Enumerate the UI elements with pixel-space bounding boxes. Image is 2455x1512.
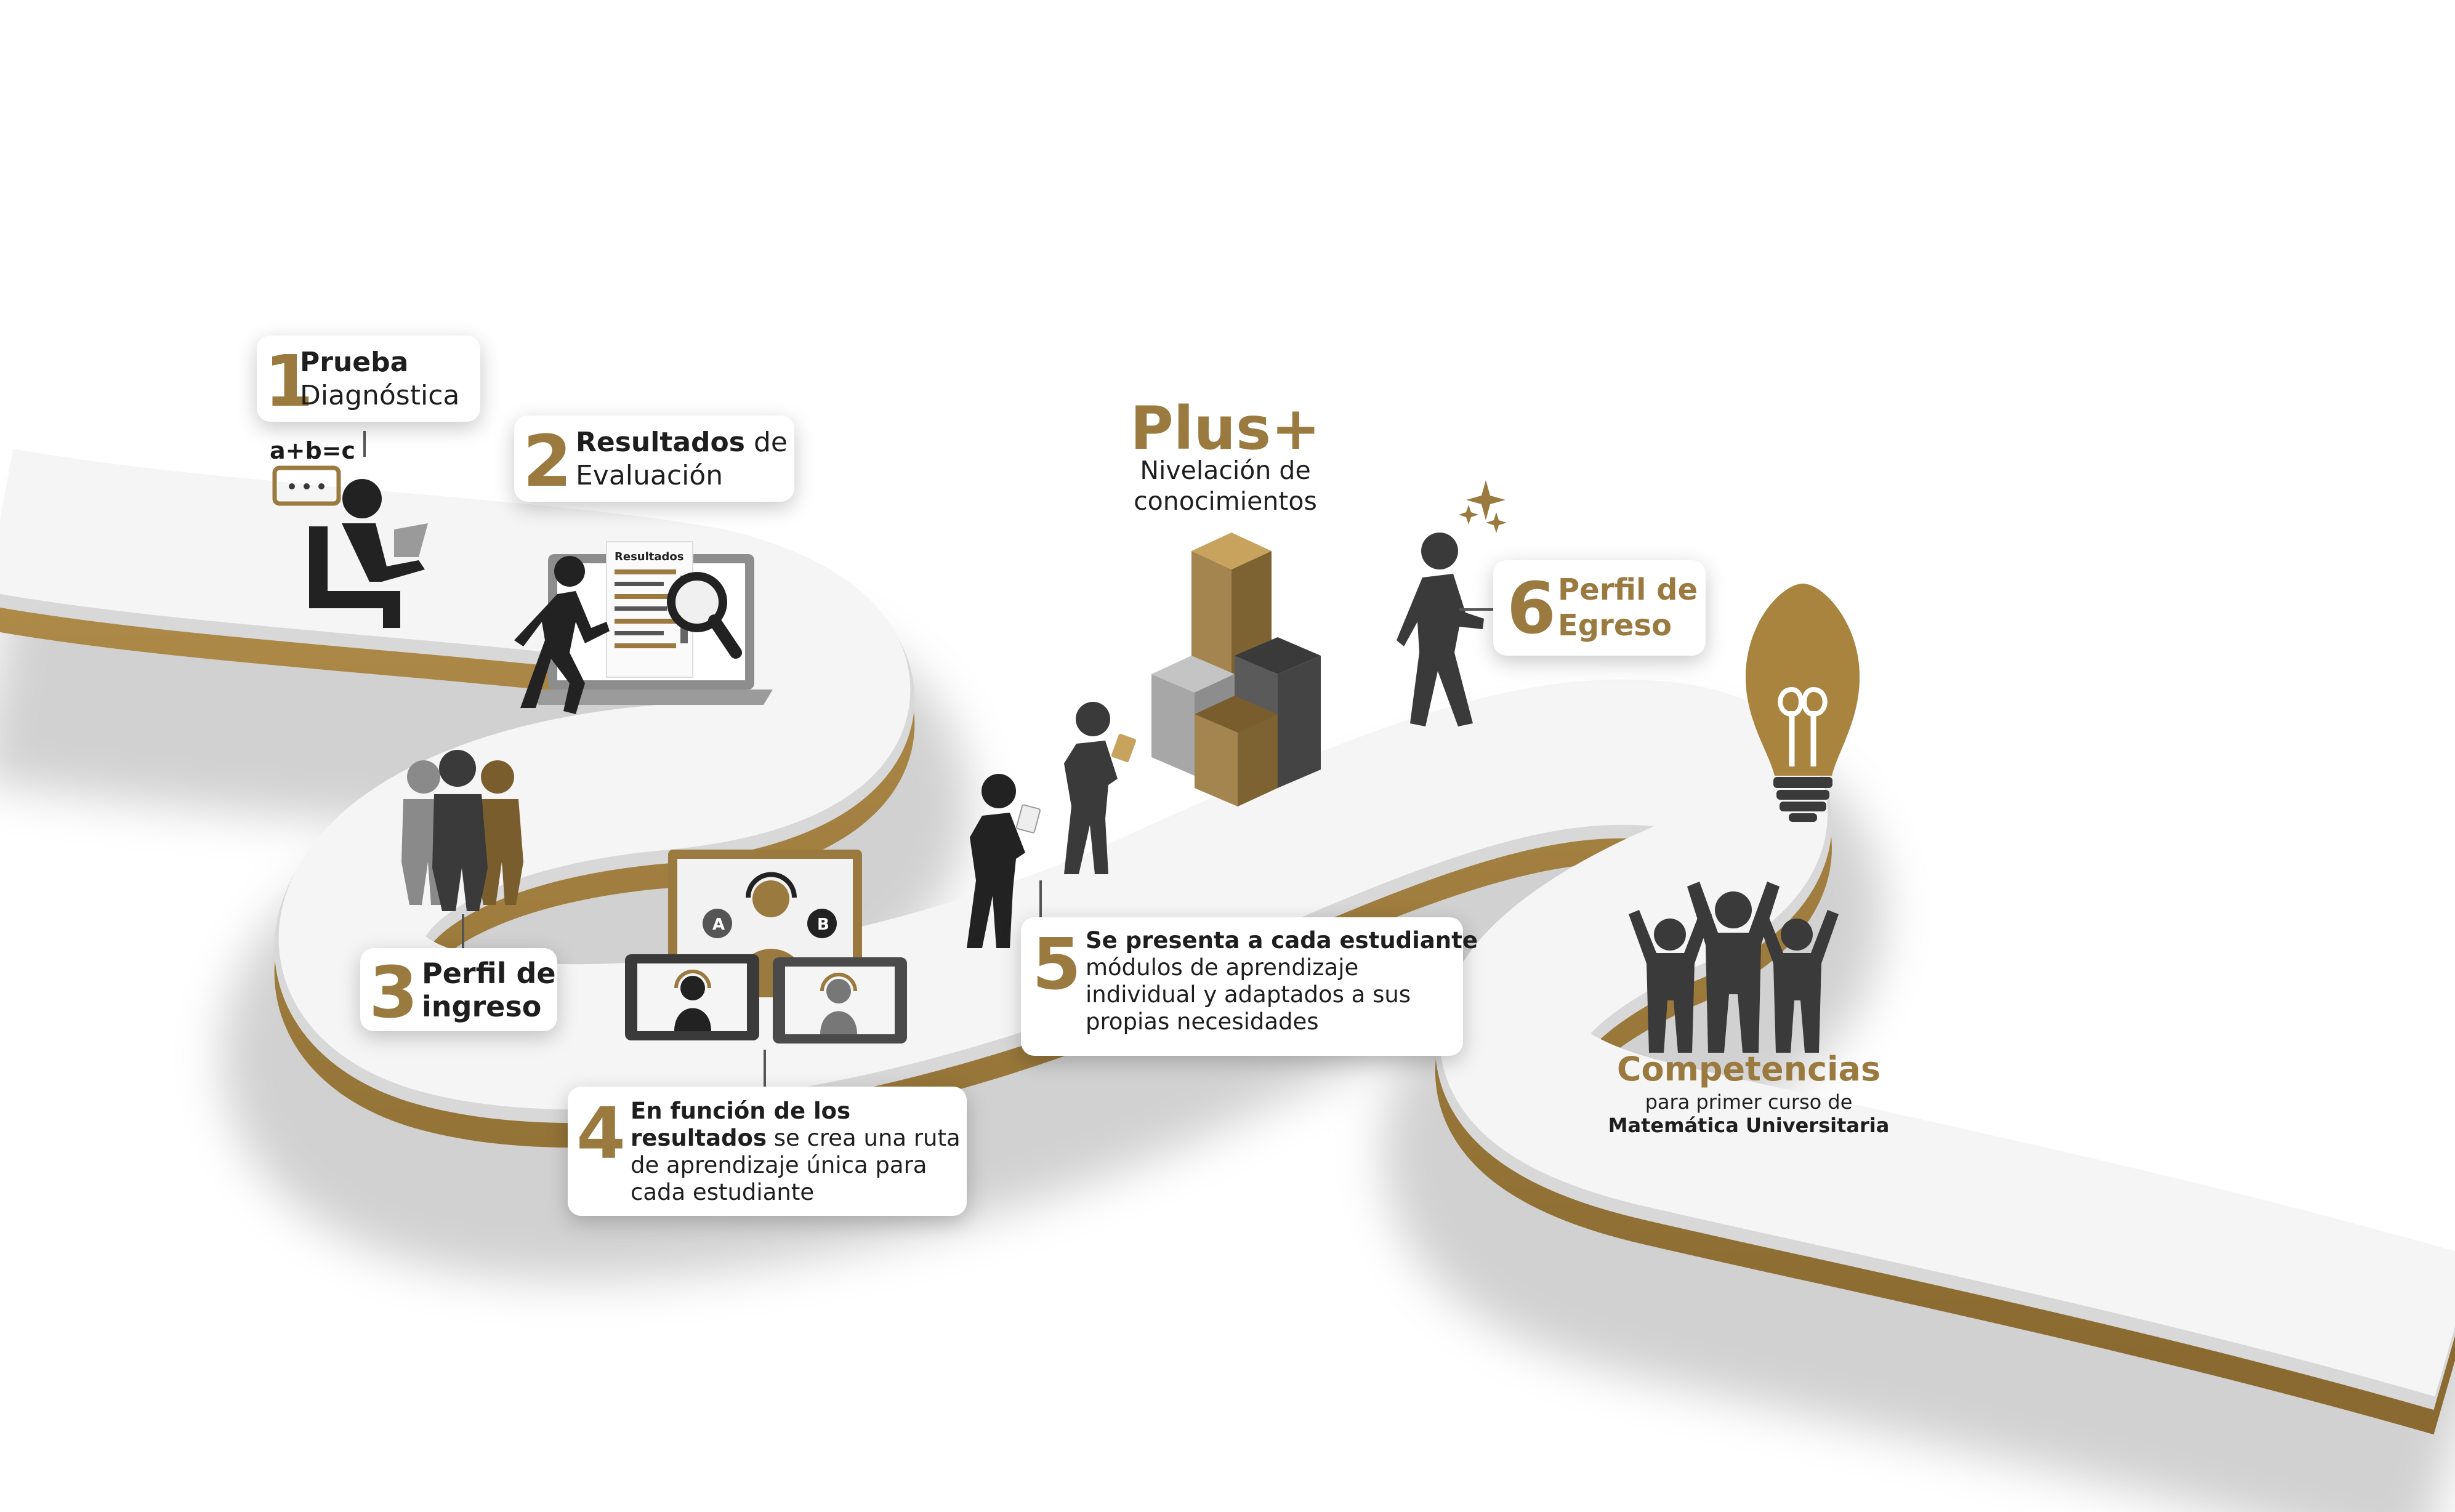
competencias-line2: Matemática Universitaria bbox=[1608, 1114, 1890, 1137]
step-6-card: 6 Perfil de Egreso bbox=[1493, 560, 1706, 656]
magnifier-icon bbox=[667, 572, 742, 659]
sparkle-icon bbox=[1459, 480, 1507, 533]
step-1-card: 1 Prueba Diagnóstica bbox=[257, 336, 480, 423]
step-1-number: 1 bbox=[264, 340, 314, 423]
group-people-icon bbox=[401, 750, 523, 911]
plus-title: Plus+ bbox=[1130, 394, 1321, 463]
student-tablet-right-icon bbox=[773, 957, 907, 1044]
step-2-subtitle: Evaluación bbox=[576, 460, 724, 491]
step-4-line3: de aprendizaje única para bbox=[631, 1152, 927, 1178]
step-5-card: 5 Se presenta a cada estudiante módulos … bbox=[1021, 917, 1478, 1056]
step-4-card: 4 En función de los resultados se crea u… bbox=[568, 1087, 967, 1216]
step-2-title-bold: Resultados bbox=[576, 427, 745, 458]
student-tablet-left-icon bbox=[625, 954, 759, 1040]
screen-label: Resultados bbox=[615, 550, 683, 563]
step-6-number: 6 bbox=[1507, 568, 1557, 650]
step-3-number: 3 bbox=[369, 952, 419, 1034]
step-2-card: 2 Resultados de Evaluación bbox=[514, 416, 794, 503]
bubble-a: A bbox=[712, 915, 725, 934]
step-4-line4: cada estudiante bbox=[631, 1179, 815, 1205]
step-4-line2-rest: se crea una ruta bbox=[766, 1125, 961, 1151]
lightbulb-icon bbox=[1746, 584, 1860, 822]
step-2-title-rest: de bbox=[744, 427, 788, 458]
plus-line1: Nivelación de bbox=[1140, 456, 1311, 485]
step-2-number: 2 bbox=[523, 420, 573, 503]
step-5-number: 5 bbox=[1032, 923, 1082, 1006]
step-1-title: Prueba bbox=[300, 347, 409, 378]
walking-person-icon bbox=[514, 556, 610, 714]
bubble-b: B bbox=[817, 915, 829, 934]
step-6-line2: Egreso bbox=[1558, 608, 1672, 643]
step-3-card: 3 Perfil de ingreso bbox=[360, 948, 557, 1034]
step-1-subtitle: Diagnóstica bbox=[300, 380, 460, 411]
step-3-line1: Perfil de bbox=[422, 957, 556, 990]
step-3-line2: ingreso bbox=[422, 990, 542, 1023]
step-5-line1: Se presenta a cada estudiante bbox=[1086, 927, 1478, 954]
student-laptop-icon: a+b=c bbox=[270, 431, 428, 628]
competencias-line1: para primer curso de bbox=[1645, 1090, 1853, 1114]
formula-label: a+b=c bbox=[270, 437, 355, 464]
stacked-boxes-icon bbox=[1151, 533, 1321, 806]
step-4-number: 4 bbox=[576, 1093, 626, 1175]
step-6-line1: Perfil de bbox=[1558, 573, 1698, 607]
step-2-title: Resultados de bbox=[576, 427, 788, 459]
step-4-line1: En función de los bbox=[631, 1098, 851, 1124]
step-5-line3: individual y adaptados a sus bbox=[1086, 981, 1411, 1008]
students-reading-icon bbox=[967, 702, 1137, 948]
walking-person-egreso-icon bbox=[1397, 533, 1484, 726]
step-4-line2-bold: resultados bbox=[631, 1125, 767, 1151]
step-4-line2: resultados se crea una ruta bbox=[631, 1125, 961, 1152]
celebrating-people-icon bbox=[1629, 882, 1839, 1053]
plus-line2: conocimientos bbox=[1134, 486, 1317, 516]
step-5-line2: módulos de aprendizaje bbox=[1086, 954, 1359, 981]
step-5-line4: propias necesidades bbox=[1086, 1008, 1319, 1035]
competencias-title: Competencias bbox=[1616, 1050, 1881, 1088]
